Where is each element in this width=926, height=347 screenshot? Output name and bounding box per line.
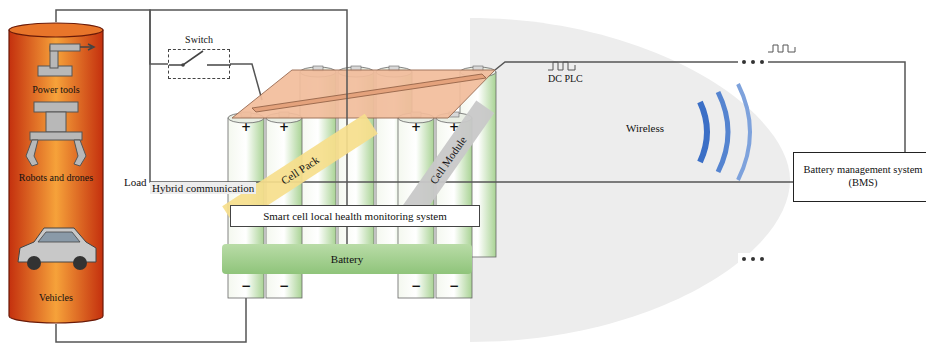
load-cylinder: Power toolsRobots and dronesVehicles [8,22,104,324]
wire [230,64,262,100]
node-text: Smart cell local health monitoring syste… [263,210,447,222]
terminal-sign: + [449,120,459,134]
switch-box: Switch [168,34,230,80]
busbar-strip [252,74,486,112]
monitoring-box: Smart cell local health monitoring syste… [230,205,480,227]
terminal-sign: − [411,279,421,293]
plc-signal [768,45,795,52]
annotation-label: Wireless [626,122,664,134]
node-text: Vehicles [8,292,104,303]
terminal-sign: − [449,279,459,293]
battery-band: Battery [222,244,472,274]
node-text: Robots and drones [8,172,104,183]
node-text: Battery [331,253,363,265]
wireless-wave [718,92,728,172]
wire [495,62,905,152]
annotation-label: DC PLC [548,73,583,84]
plc-signal [548,62,575,70]
node-text: Power tools [8,84,104,95]
wireless-wave [700,102,707,162]
node-text: Switch [168,34,230,45]
annotation-label: Load [124,176,147,188]
terminal-sign: + [279,120,289,134]
terminal-sign: + [411,120,421,134]
switch-dashed-outline [168,49,230,79]
wireless-wave [738,84,750,180]
node-text: Battery management system (BMS) [794,164,926,189]
terminal-sign: − [241,279,251,293]
bms-box: Battery management system (BMS) [793,152,926,202]
terminal-sign: − [279,279,289,293]
busbar-plate [232,70,495,118]
switch-symbol [169,50,231,80]
communication-region [470,18,790,342]
edge-label: Hybrid communication [150,182,256,194]
terminal-sign: + [241,120,251,134]
wire-connector [150,10,793,244]
